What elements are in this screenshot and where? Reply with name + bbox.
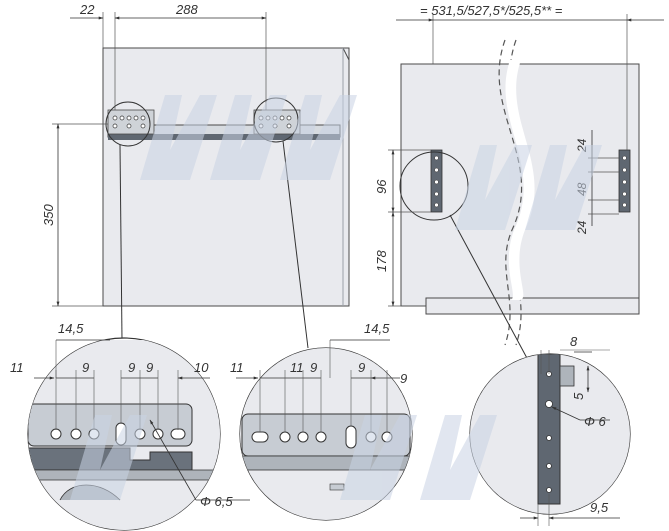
d3-dim-8: 8 — [570, 334, 578, 349]
dim-96: 96 — [374, 179, 389, 194]
d1-dim-10: 10 — [194, 360, 209, 375]
dim-22: 22 — [79, 2, 95, 17]
d1-dim-14-5: 14,5 — [58, 321, 84, 336]
side-view: = 531,5/527,5*/525,5** = 96 178 24 48 24 — [374, 3, 664, 361]
d2-dim-14-5: 14,5 — [364, 321, 390, 336]
d3-dim-diameter: Φ 6 — [584, 414, 606, 429]
dim-178: 178 — [374, 250, 389, 272]
watermark-logo — [70, 95, 602, 500]
d1-dim-diameter: Φ 6,5 — [200, 494, 233, 509]
d2-dim-11b: 11 — [290, 360, 304, 375]
dim-350: 350 — [41, 204, 56, 226]
d2-dim-11a: 11 — [230, 360, 244, 375]
d1-dim-9b: 9 — [128, 360, 135, 375]
dim-width-right: = 531,5/527,5*/525,5** = — [420, 3, 563, 18]
d2-dim-9a: 9 — [310, 360, 317, 375]
dim-288: 288 — [175, 2, 198, 17]
d2-dim-9b: 9 — [358, 360, 365, 375]
d3-dim-5: 5 — [571, 392, 586, 400]
break-line — [498, 39, 523, 346]
detail-3: 8 5 Φ 6 9,5 — [469, 334, 631, 526]
d2-dim-9c: 9 — [400, 371, 407, 386]
panel-side-edge — [342, 47, 350, 61]
d1-dim-11: 11 — [10, 360, 24, 375]
d1-dim-9a: 9 — [82, 360, 89, 375]
d1-dim-9c: 9 — [146, 360, 153, 375]
detail-2: 14,5 11 11 9 9 9 — [230, 321, 413, 521]
dim-24-bottom: 24 — [575, 220, 589, 235]
d3-dim-9-5: 9,5 — [590, 500, 609, 515]
